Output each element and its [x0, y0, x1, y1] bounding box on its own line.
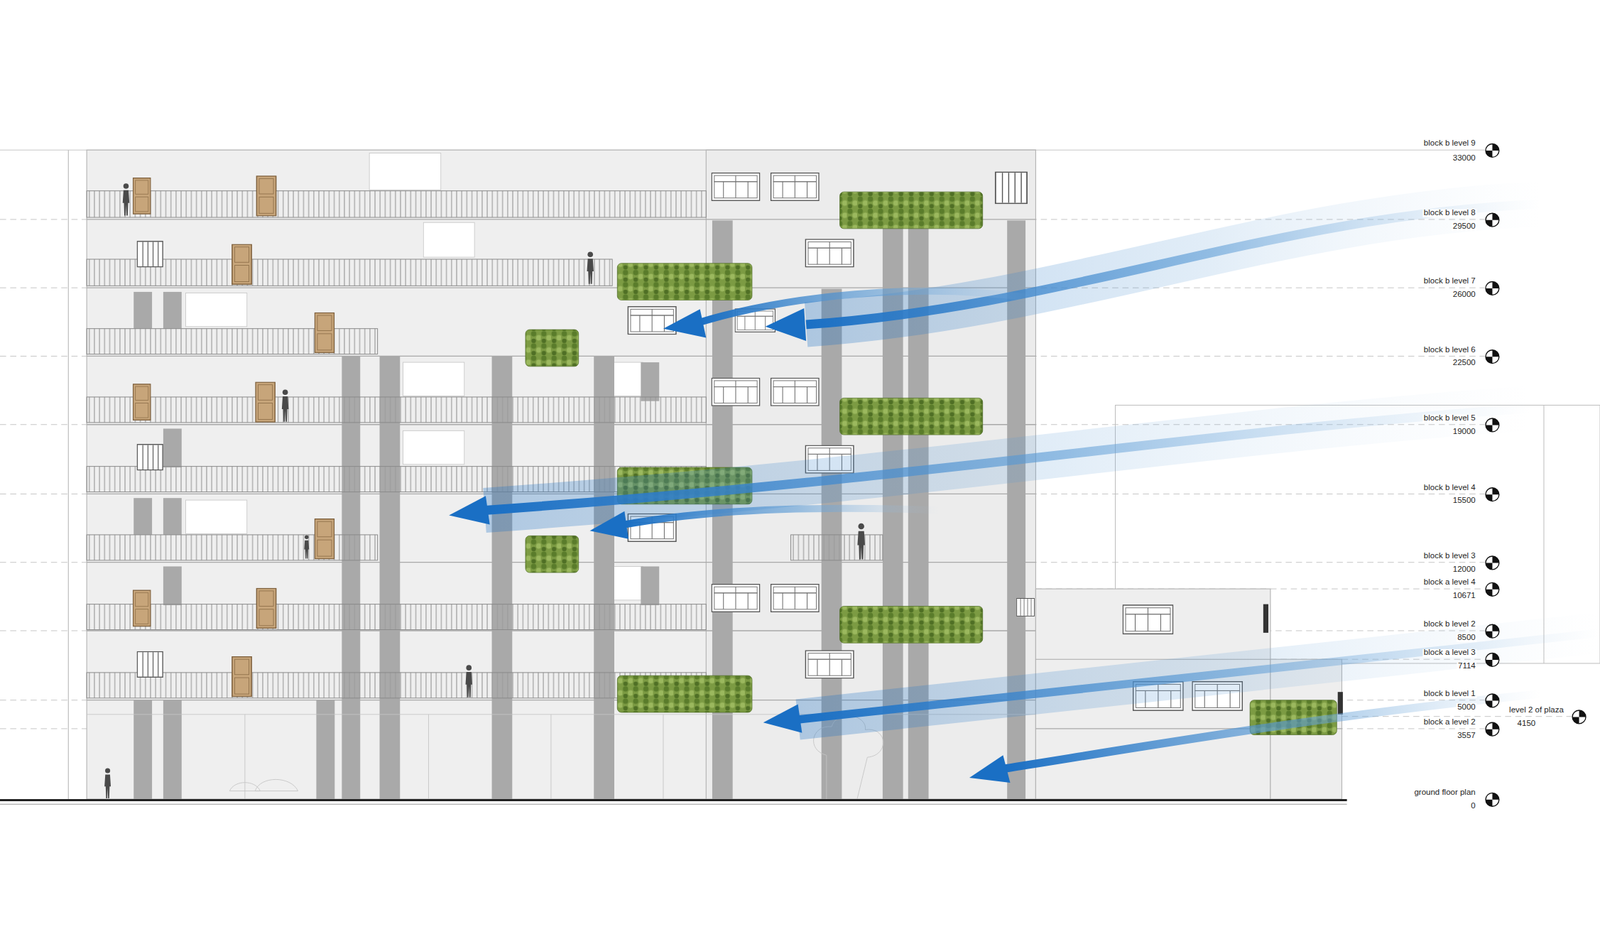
level-elevation: 3557: [1456, 731, 1477, 740]
level-name: block b level 9: [1422, 139, 1477, 148]
level-elevation: 33000: [1451, 154, 1477, 162]
level-name: block b level 8: [1422, 209, 1477, 218]
level-elevation: 19000: [1451, 427, 1477, 436]
level-name: block b level 3: [1422, 551, 1477, 560]
level-elevation: 12000: [1451, 565, 1477, 574]
level-name: block a level 3: [1422, 649, 1477, 657]
level-elevation: 15500: [1451, 497, 1477, 505]
level-name: block b level 7: [1422, 277, 1477, 286]
level-name: block b level 2: [1422, 620, 1477, 629]
level-name: ground floor plan: [1413, 788, 1477, 797]
level-name: block a level 4: [1422, 578, 1477, 587]
level-name: block b level 6: [1422, 345, 1477, 354]
level-elevation: 8500: [1456, 633, 1477, 642]
level-elevation: 26000: [1451, 291, 1477, 299]
level-elevation: 0: [1470, 801, 1477, 810]
level-name: block b level 1: [1422, 689, 1477, 698]
level-elevation: 22500: [1451, 359, 1477, 368]
level-name: level 2 of plaza: [1508, 705, 1566, 714]
level-name: block b level 5: [1422, 414, 1477, 422]
level-name: block a level 2: [1422, 718, 1477, 727]
level-elevation: 29500: [1451, 222, 1477, 231]
level-elevation: 4150: [1516, 719, 1537, 728]
level-name: block b level 4: [1422, 483, 1477, 492]
level-elevation: 10671: [1451, 591, 1477, 600]
level-elevation: 5000: [1456, 703, 1477, 711]
level-elevation: 7114: [1457, 662, 1478, 671]
